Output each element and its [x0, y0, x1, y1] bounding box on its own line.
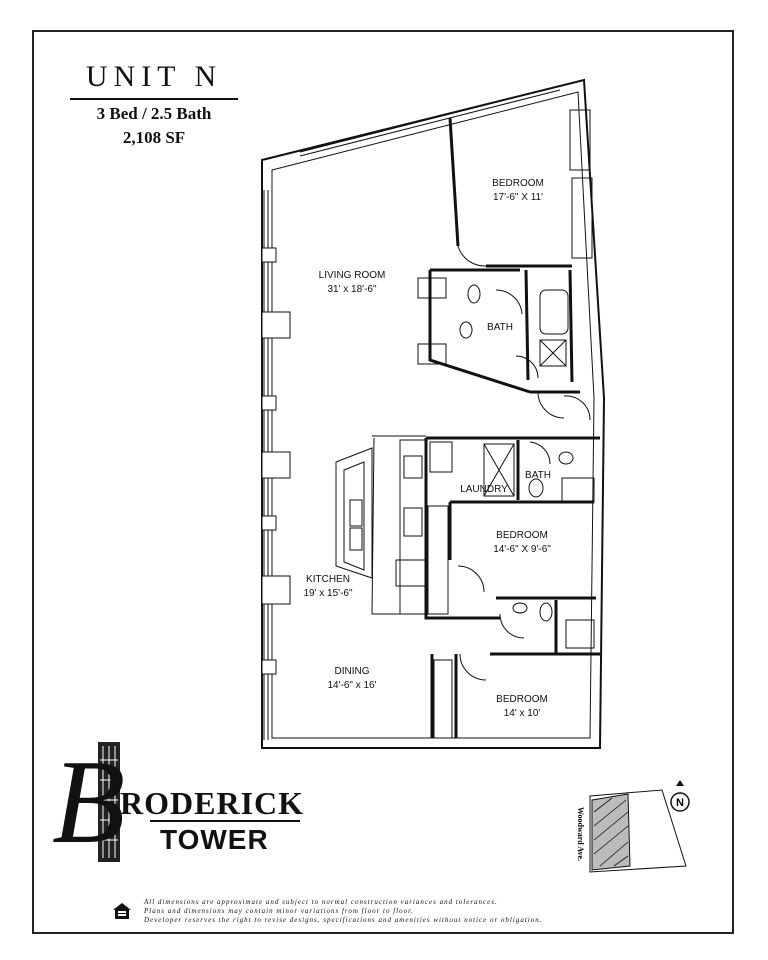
dining-name: DINING — [335, 666, 370, 677]
kitchen-fixtures — [335, 435, 427, 615]
west-windows — [261, 190, 291, 740]
laundry-name: LAUNDRY — [460, 484, 508, 495]
sink-icon — [459, 321, 473, 339]
logo-name: RODERICK — [120, 785, 305, 821]
unit-title: UNIT N — [85, 60, 223, 93]
living-room-name: LIVING ROOM — [319, 270, 386, 281]
east-window-1 — [569, 109, 591, 171]
bedroom-2-size: 14'-6" X 9'-6" — [493, 544, 551, 555]
kitchen-size: 19' x 15'-6" — [303, 588, 353, 599]
disclaimer: All dimensions are approximate and subje… — [144, 898, 624, 925]
tower-logo-graphic — [98, 742, 120, 862]
exterior-walls — [261, 78, 606, 749]
bedroom-1-name: BEDROOM — [492, 178, 544, 189]
refrigerator — [395, 559, 427, 587]
bedroom-2-name: BEDROOM — [496, 530, 548, 541]
disclaimer-line-3: Developer reserves the right to revise d… — [144, 916, 543, 924]
bath-fixtures — [417, 277, 595, 739]
bedroom-3-name: BEDROOM — [496, 694, 548, 705]
disclaimer-line-2: Plans and dimensions may contain minor v… — [144, 907, 414, 915]
bedroom-1-size: 17'-6" X 11' — [493, 192, 543, 203]
page-border — [32, 30, 734, 934]
inner-wall-line — [271, 91, 595, 739]
logo-tower: TOWER — [160, 824, 269, 855]
cooktop — [403, 455, 423, 479]
key-plan: Woodward Ave. N — [576, 780, 690, 873]
bathtub-icon — [539, 289, 569, 335]
toilet-icon — [467, 284, 481, 304]
logo-rule — [150, 820, 300, 822]
shower-icon — [539, 339, 567, 367]
north-windows — [299, 85, 593, 259]
outer-wall — [261, 78, 606, 749]
street-label: Woodward Ave. — [576, 807, 585, 861]
east-window-2 — [571, 177, 593, 259]
bath-2-name: BATH — [525, 470, 551, 481]
equal-housing-icon — [113, 903, 131, 919]
interior-walls — [424, 117, 600, 738]
door-swings — [457, 245, 591, 681]
north-arrow-icon — [670, 792, 690, 812]
kitchen-name: KITCHEN — [306, 574, 350, 585]
kitchen-island — [335, 447, 373, 579]
living-room-size: 31' x 18'-6" — [327, 284, 377, 295]
washer-dryer — [483, 443, 515, 497]
unit-beds-baths: 3 Bed / 2.5 Bath — [96, 104, 212, 123]
kitchen-sink — [349, 499, 363, 527]
kitchen-counter — [399, 439, 427, 615]
north-label: N — [676, 797, 684, 809]
bath-1-name: BATH — [487, 322, 513, 333]
dining-size: 14'-6" x 16' — [327, 680, 376, 691]
unit-area: 2,108 SF — [122, 128, 186, 147]
unit-title-rule — [70, 98, 238, 100]
logo-initial: B — [52, 735, 126, 868]
disclaimer-line-1: All dimensions are approximate and subje… — [144, 898, 498, 906]
bedroom-3-size: 14' x 10' — [504, 708, 541, 719]
